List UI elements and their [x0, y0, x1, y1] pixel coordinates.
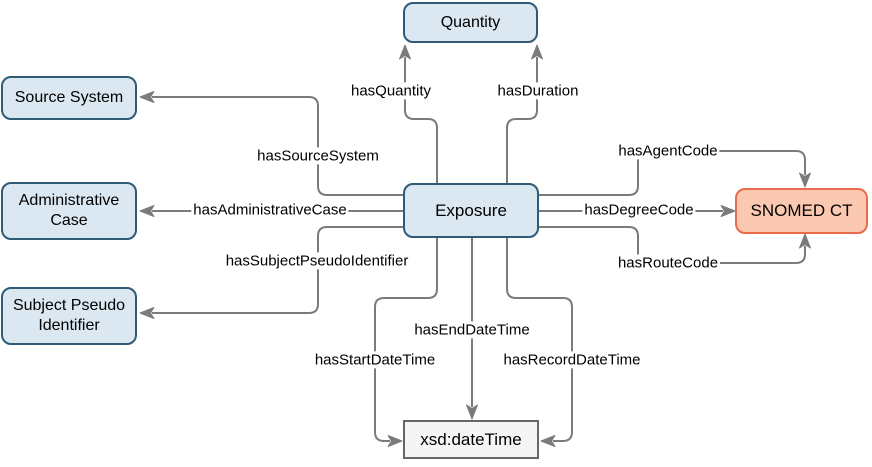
edge-has-quantity — [404, 57, 438, 183]
arrowhead-has-end-date-time — [466, 404, 478, 420]
edge-has-source-system — [152, 96, 403, 196]
edge-has-subject-pseudo-identifier — [152, 226, 403, 314]
edge-label-has-degree-code: hasDegreeCode — [582, 201, 696, 219]
edge-label-has-end-date-time: hasEndDateTime — [412, 321, 532, 339]
arrowhead-has-duration — [531, 44, 543, 60]
edge-label-has-start-date-time: hasStartDateTime — [312, 351, 438, 369]
edge-label-has-administrative-case: hasAdministrativeCase — [191, 201, 349, 219]
arrowhead-has-quantity — [399, 44, 411, 60]
edge-label-has-quantity: hasQuantity — [348, 82, 434, 100]
edge-label-has-duration: hasDuration — [495, 82, 581, 100]
node-xsd-datetime: xsd:dateTime — [403, 420, 539, 459]
edge-label-has-record-date-time: hasRecordDateTime — [501, 351, 643, 369]
arrowhead-has-administrative-case — [139, 205, 155, 217]
node-subject-pseudo-identifier: Subject Pseudo Identifier — [1, 287, 137, 345]
arrowhead-has-agent-code — [799, 172, 811, 188]
arrowhead-has-source-system — [139, 91, 155, 103]
edge-label-has-agent-code: hasAgentCode — [616, 142, 720, 160]
arrowhead-has-route-code — [799, 233, 811, 249]
node-source-system: Source System — [1, 76, 137, 120]
node-administrative-case: Administrative Case — [1, 182, 137, 240]
arrowhead-has-start-date-time — [387, 435, 403, 447]
edge-label-has-route-code: hasRouteCode — [615, 254, 721, 272]
edge-label-has-subject-pseudo-identifier: hasSubjectPseudoIdentifier — [223, 252, 411, 270]
arrowhead-has-subject-pseudo-identifier — [139, 307, 155, 319]
arrowhead-has-degree-code — [720, 205, 736, 217]
edge-has-record-date-time — [506, 238, 573, 442]
edge-has-start-date-time — [374, 238, 438, 442]
edge-label-has-source-system: hasSourceSystem — [255, 147, 381, 165]
node-snomed-ct: SNOMED CT — [735, 188, 868, 234]
edge-has-duration — [506, 57, 538, 183]
node-exposure: Exposure — [403, 183, 539, 238]
arrowhead-has-record-date-time — [540, 435, 556, 447]
node-quantity: Quantity — [403, 2, 538, 43]
